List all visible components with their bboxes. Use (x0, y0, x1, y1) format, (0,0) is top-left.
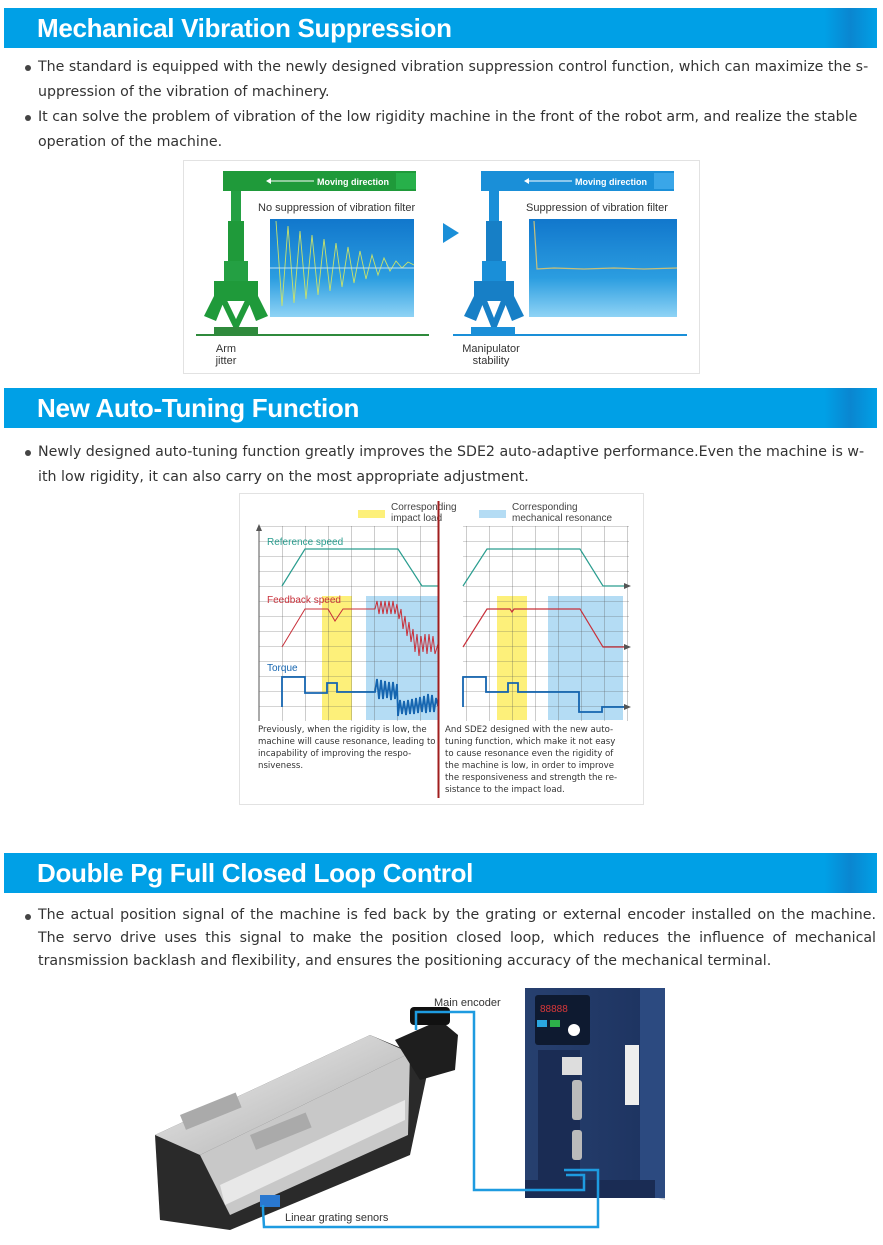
bullet-text: The standard is equipped with the newly … (25, 55, 878, 105)
moving-direction-label: Moving direction (575, 177, 647, 187)
grid-right (463, 526, 629, 721)
right-figure-title: Suppression of vibration filter (526, 202, 668, 214)
bullet-text: Newly designed auto-tuning function grea… (25, 440, 878, 490)
suppressed-wave (533, 220, 678, 270)
arm-label: Arm (216, 343, 236, 355)
legend-resonance-label: mechanical resonance (512, 513, 612, 524)
section-header-closed-loop: Double Pg Full Closed Loop Control (4, 853, 877, 893)
drive-display: 88888 (540, 1004, 568, 1015)
torque-line (281, 676, 439, 717)
main-encoder-label: Main encoder (434, 997, 501, 1009)
section-header-vibration: Mechanical Vibration Suppression (4, 8, 877, 48)
legend-impact-label: Corresponding (391, 502, 457, 513)
closed-loop-figure: 88888 Main encoder Linear grating senors (140, 985, 700, 1240)
torque-line (462, 676, 624, 713)
manipulator-label: Manipulator (462, 343, 520, 355)
paragraph-text: The actual position signal of the machin… (25, 904, 876, 973)
left-caption: Previously, when the rigidity is low, th… (258, 725, 436, 771)
vibration-wave (275, 220, 415, 307)
section-title: Double Pg Full Closed Loop Control (37, 858, 474, 888)
left-figure-title: No suppression of vibration filter (258, 202, 415, 214)
legend-resonance-label: Corresponding (512, 502, 578, 513)
moving-direction-label: Moving direction (317, 177, 389, 187)
legend-impact-label: impact load (391, 513, 442, 524)
blue-arm-icon (464, 171, 674, 335)
legend-impact-swatch (358, 510, 385, 518)
bullet-text: It can solve the problem of vibration of… (25, 105, 878, 155)
arrow-right-icon (443, 223, 459, 243)
green-arm-icon (204, 171, 416, 333)
vibration-figure: Moving direction No suppression of vibra… (183, 160, 700, 374)
servo-drive-image: 88888 (525, 988, 665, 1200)
axis-arrow-icon (624, 583, 631, 710)
linear-stage-image (155, 1007, 458, 1230)
legend-resonance-swatch (479, 510, 506, 518)
autotuning-figure: Corresponding impact load Corresponding … (239, 493, 644, 805)
reference-speed-line (462, 548, 624, 587)
feedback-speed-label: Feedback speed (267, 595, 341, 606)
main-encoder-cable (414, 1010, 586, 1192)
stability-label: stability (473, 355, 510, 367)
section-header-autotuning: New Auto-Tuning Function (4, 388, 877, 428)
reference-speed-label: Reference speed (267, 537, 343, 548)
feedback-speed-line (281, 600, 439, 657)
feedback-speed-line (462, 608, 624, 648)
grid-left (259, 526, 438, 721)
torque-label: Torque (267, 663, 298, 674)
linear-grating-label: Linear grating senors (285, 1212, 389, 1224)
right-caption: And SDE2 designed with the new auto-tuni… (445, 725, 618, 795)
reference-speed-line (281, 548, 438, 587)
section-title: New Auto-Tuning Function (37, 393, 360, 423)
grating-cable (261, 1168, 600, 1229)
jitter-label: jitter (215, 355, 237, 367)
section-title: Mechanical Vibration Suppression (37, 13, 452, 43)
